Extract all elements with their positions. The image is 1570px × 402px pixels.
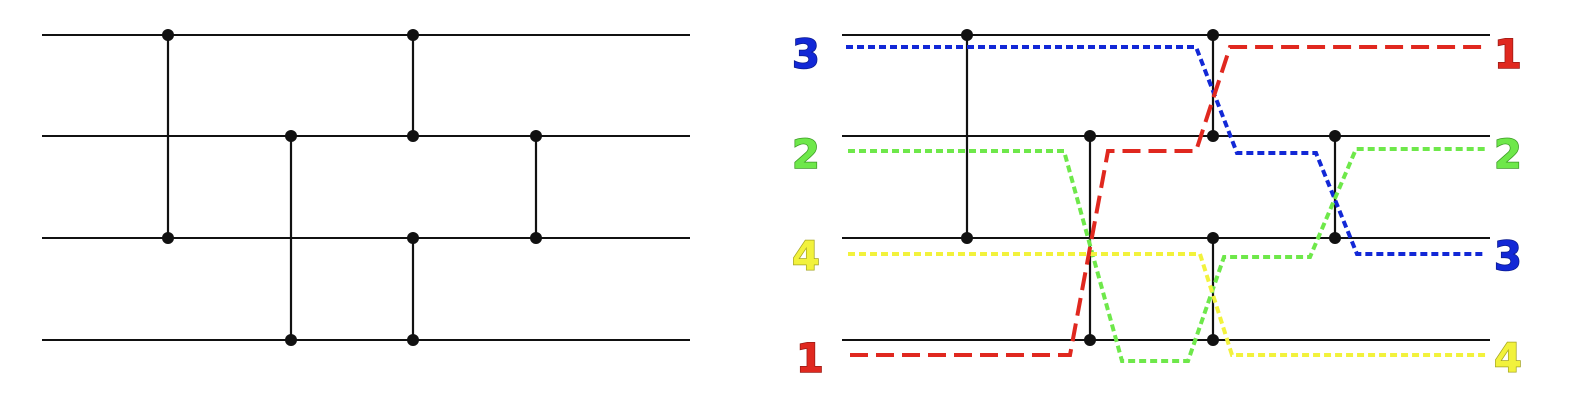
left-comparator-node xyxy=(530,232,542,244)
left-comparator-node xyxy=(407,232,419,244)
input-label: 3 xyxy=(792,32,820,78)
left-network xyxy=(42,29,690,346)
left-comparator-node xyxy=(407,130,419,142)
left-wires xyxy=(42,34,690,341)
right-comparator-node xyxy=(1084,130,1096,142)
value-path-1 xyxy=(850,45,1486,357)
left-comparators xyxy=(162,29,542,346)
input-label: 4 xyxy=(792,234,820,280)
left-comparator-node xyxy=(162,29,174,41)
right-comparators xyxy=(965,35,1337,340)
output-label: 1 xyxy=(1494,32,1522,78)
right-comparator-node xyxy=(961,232,973,244)
left-comparator-node xyxy=(162,232,174,244)
right-comparator-nodes xyxy=(961,29,1341,346)
right-wires xyxy=(842,34,1490,341)
left-comparator-node xyxy=(530,130,542,142)
left-comparator-node xyxy=(285,334,297,346)
output-label: 4 xyxy=(1494,336,1522,382)
value-path-3 xyxy=(846,45,1486,256)
input-label: 1 xyxy=(796,336,824,382)
left-comparator-node xyxy=(407,334,419,346)
output-labels: 1 2 3 4 xyxy=(1493,31,1522,383)
right-comparator-node xyxy=(1207,130,1219,142)
value-paths xyxy=(846,45,1486,363)
right-comparator-node xyxy=(1207,232,1219,244)
input-labels: 3 2 4 1 xyxy=(791,31,824,383)
right-network: 3 2 4 1 1 2 3 4 xyxy=(791,29,1523,383)
right-comparator-node xyxy=(961,29,973,41)
input-label: 2 xyxy=(792,132,820,178)
value-path-4 xyxy=(848,252,1486,357)
left-comparator-node xyxy=(285,130,297,142)
right-comparator-node xyxy=(1084,334,1096,346)
left-comparator-node xyxy=(407,29,419,41)
value-path-2 xyxy=(848,147,1486,363)
output-label: 3 xyxy=(1494,234,1522,280)
right-comparator-node xyxy=(1207,334,1219,346)
right-comparator-node xyxy=(1329,232,1341,244)
output-label: 2 xyxy=(1494,132,1522,178)
right-comparator-node xyxy=(1329,130,1341,142)
right-comparator-node xyxy=(1207,29,1219,41)
